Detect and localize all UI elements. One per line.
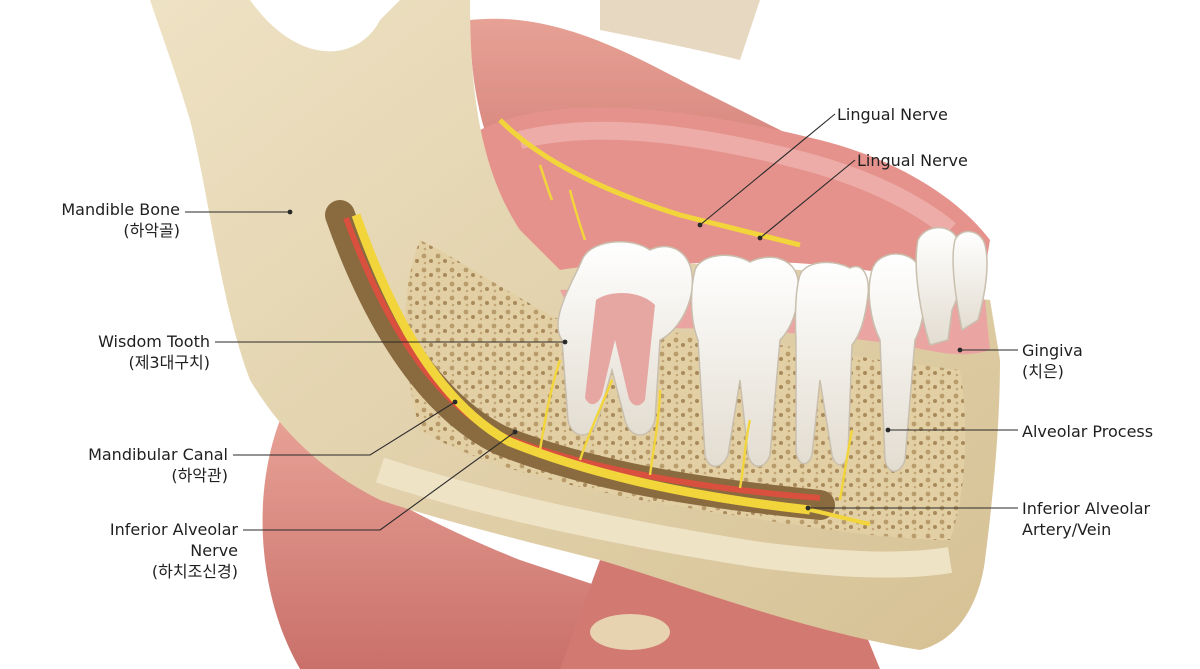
label-inferior-alveolar-artery-vein: Inferior Alveolar Artery/Vein bbox=[1022, 498, 1150, 540]
label-inferior-alveolar-nerve: Inferior Alveolar Nerve (하치조신경) bbox=[110, 519, 238, 582]
label-text: Lingual Nerve bbox=[837, 105, 948, 124]
label-lingual-nerve-1: Lingual Nerve bbox=[837, 104, 948, 125]
first-molar bbox=[690, 254, 799, 467]
lingual-nerve-shape bbox=[498, 118, 801, 248]
label-text-ko: (제3대구치) bbox=[128, 353, 210, 372]
leader-lines bbox=[185, 113, 1018, 531]
label-lingual-nerve-2: Lingual Nerve bbox=[857, 150, 968, 171]
label-mandible-bone: Mandible Bone (하악골) bbox=[61, 199, 180, 241]
label-text: Gingiva bbox=[1022, 341, 1083, 360]
premolar bbox=[868, 253, 926, 472]
label-text: Artery/Vein bbox=[1022, 520, 1112, 539]
upper-bone-fragment bbox=[600, 0, 760, 60]
label-alveolar-process: Alveolar Process bbox=[1022, 421, 1153, 442]
mandibular-canal-group bbox=[325, 200, 871, 526]
label-text: Wisdom Tooth bbox=[98, 332, 210, 351]
label-text: Mandibular Canal bbox=[88, 445, 228, 464]
wisdom-tooth-pulp bbox=[585, 293, 655, 406]
teeth bbox=[557, 226, 988, 472]
label-text: Inferior Alveolar bbox=[109, 520, 238, 539]
label-text: Alveolar Process bbox=[1022, 422, 1154, 441]
label-text: Mandible Bone bbox=[61, 200, 180, 219]
label-mandibular-canal: Mandibular Canal (하악관) bbox=[88, 444, 228, 486]
label-text: Lingual Nerve bbox=[857, 151, 968, 170]
inferior-alveolar-nerve-shape bbox=[351, 213, 811, 515]
label-text-ko: (하악관) bbox=[171, 466, 228, 485]
label-text: Inferior Alveolar bbox=[1022, 499, 1151, 518]
label-text-ko: (하악골) bbox=[123, 221, 180, 240]
label-wisdom-tooth: Wisdom Tooth (제3대구치) bbox=[98, 331, 210, 373]
incisor bbox=[952, 230, 988, 332]
label-text-ko: (하치조신경) bbox=[151, 562, 238, 581]
label-text: Nerve bbox=[190, 541, 238, 560]
hyoid-fragment bbox=[590, 614, 670, 650]
label-text-ko: (치은) bbox=[1022, 362, 1064, 381]
label-gingiva: Gingiva (치은) bbox=[1022, 340, 1083, 382]
